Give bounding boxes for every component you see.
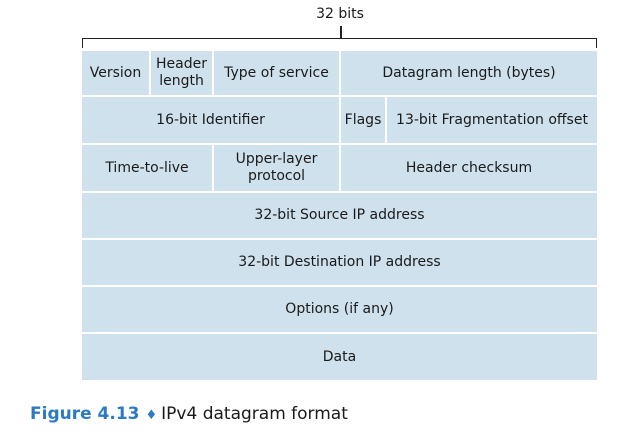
field-flags: Flags (341, 97, 385, 143)
field-upper-layer-protocol-label: Upper-layer protocol (235, 151, 318, 184)
field-fragmentation-offset: 13-bit Fragmentation offset (387, 97, 597, 143)
field-data-label: Data (322, 348, 357, 365)
bit-width-label: 32 bits (316, 6, 364, 22)
caption-diamond-icon: ♦ (145, 408, 158, 423)
field-time-to-live: Time-to-live (82, 145, 212, 191)
field-version: Version (82, 51, 149, 95)
field-type-of-service: Type of service (214, 51, 339, 95)
field-header-length-label: Header length (156, 56, 207, 89)
field-identifier-label: 16-bit Identifier (156, 111, 265, 128)
field-time-to-live-label: Time-to-live (105, 159, 189, 176)
field-type-of-service-label: Type of service (224, 64, 329, 81)
field-datagram-length-label: Datagram length (bytes) (382, 64, 556, 81)
field-source-ip: 32-bit Source IP address (82, 193, 597, 238)
field-destination-ip-label: 32-bit Destination IP address (238, 254, 441, 270)
field-header-checksum-label: Header checksum (405, 159, 533, 176)
field-header-length: Header length (151, 51, 212, 95)
figure-title: IPv4 datagram format (161, 404, 348, 424)
field-data: Data (82, 334, 597, 380)
field-datagram-length: Datagram length (bytes) (341, 51, 597, 95)
field-destination-ip: 32-bit Destination IP address (82, 240, 597, 285)
field-header-checksum: Header checksum (341, 145, 597, 191)
field-options: Options (if any) (82, 287, 597, 332)
bit-width-bracket-tick (340, 26, 342, 38)
field-version-label: Version (89, 64, 142, 81)
bit-width-bracket (82, 38, 597, 48)
field-source-ip-label: 32-bit Source IP address (254, 207, 425, 223)
field-upper-layer-protocol: Upper-layer protocol (214, 145, 339, 191)
field-fragmentation-offset-label: 13-bit Fragmentation offset (396, 111, 588, 128)
field-flags-label: Flags (344, 111, 382, 128)
figure-caption: Figure 4.13 ♦IPv4 datagram format (30, 404, 348, 424)
field-identifier: 16-bit Identifier (82, 97, 339, 143)
figure-number: Figure 4.13 (30, 404, 140, 424)
field-options-label: Options (if any) (285, 301, 394, 317)
